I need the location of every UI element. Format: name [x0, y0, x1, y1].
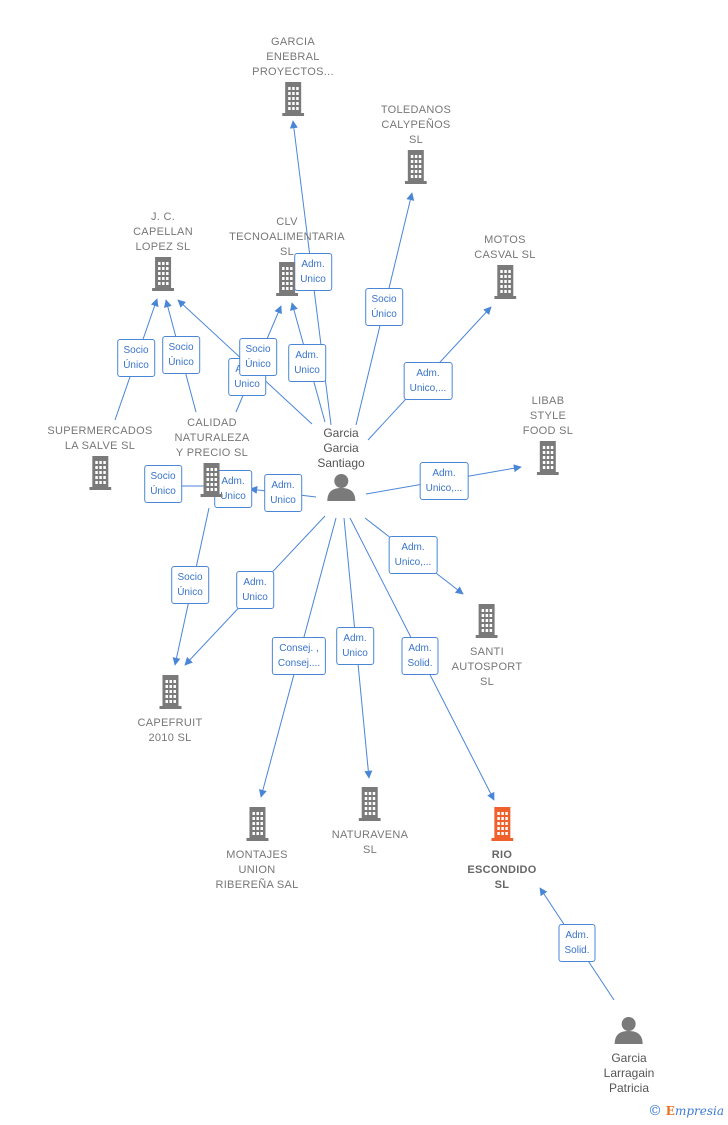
node-motos[interactable]: MOTOS CASVAL SL: [474, 233, 535, 306]
edge-label-calidad-clv[interactable]: Socio Único: [239, 338, 277, 376]
node-capefruit[interactable]: CAPEFRUIT 2010 SL: [137, 673, 202, 746]
node-supermercados[interactable]: SUPERMERCADOS LA SALVE SL: [47, 424, 152, 497]
edge-label-garcia_santiago-rio[interactable]: Adm. Solid.: [401, 637, 439, 675]
node-santi[interactable]: SANTI AUTOSPORT SL: [452, 602, 523, 690]
edge-label-garcia_santiago-naturavena[interactable]: Adm. Unico: [336, 627, 374, 665]
node-label[interactable]: SANTI AUTOSPORT SL: [451, 646, 523, 688]
person-icon[interactable]: [604, 1016, 655, 1049]
brand-name: mpresia: [674, 1104, 724, 1118]
edge-label-calidad-supermercados[interactable]: Socio Único: [144, 465, 182, 503]
building-icon[interactable]: [381, 150, 451, 189]
node-label[interactable]: GARCIA ENEBRAL PROYECTOS...: [252, 36, 334, 78]
edge-label-garcia_santiago-toledanos[interactable]: Socio Único: [365, 288, 403, 326]
node-label[interactable]: MOTOS CASVAL SL: [474, 234, 536, 261]
node-label[interactable]: RIO ESCONDIDO SL: [467, 849, 537, 891]
building-icon[interactable]: [137, 675, 202, 714]
building-icon[interactable]: [175, 463, 250, 502]
node-garcia_enebral[interactable]: GARCIA ENEBRAL PROYECTOS...: [252, 35, 334, 123]
building-icon[interactable]: [467, 807, 536, 846]
building-icon[interactable]: [452, 604, 523, 643]
building-icon[interactable]: [215, 807, 298, 846]
edge-label-garcia_santiago-clv[interactable]: Adm. Unico: [288, 344, 326, 382]
node-label[interactable]: Garcia Larragain Patricia: [603, 1051, 655, 1095]
person-icon[interactable]: [317, 473, 364, 506]
edge-label-garcia_santiago-garcia_enebral[interactable]: Adm. Unico: [294, 253, 332, 291]
node-calidad[interactable]: CALIDAD NATURALEZA Y PRECIO SL: [175, 416, 250, 504]
node-label[interactable]: TOLEDANOS CALYPEÑOS SL: [380, 104, 452, 146]
edge-label-calidad-capellan[interactable]: Socio Único: [162, 336, 200, 374]
node-label[interactable]: MONTAJES UNION RIBEREÑA SAL: [215, 849, 299, 891]
node-label[interactable]: CLV TECNOALIMENTARIA SL: [229, 216, 345, 258]
building-icon[interactable]: [252, 82, 334, 121]
node-label[interactable]: CAPEFRUIT 2010 SL: [137, 717, 203, 744]
node-rio[interactable]: RIO ESCONDIDO SL: [467, 805, 536, 893]
node-label[interactable]: CALIDAD NATURALEZA Y PRECIO SL: [174, 417, 250, 459]
empresia-brand[interactable]: © Empresia: [648, 1103, 724, 1119]
node-clv[interactable]: CLV TECNOALIMENTARIA SL: [229, 215, 345, 303]
edge-label-calidad-calidad[interactable]: Adm. Unico: [214, 470, 252, 508]
node-label[interactable]: SUPERMERCADOS LA SALVE SL: [47, 425, 153, 452]
edge-label-garcia_santiago-calidad[interactable]: Adm. Unico: [264, 474, 302, 512]
node-label[interactable]: Garcia Garcia Santiago: [317, 426, 365, 470]
node-montajes[interactable]: MONTAJES UNION RIBEREÑA SAL: [215, 805, 298, 893]
building-icon[interactable]: [523, 441, 573, 480]
edge-label-calidad-capefruit[interactable]: Socio Único: [171, 566, 209, 604]
edge-label-garcia_santiago-montajes[interactable]: Consej. , Consej....: [271, 637, 327, 675]
building-icon[interactable]: [47, 456, 152, 495]
edge-label-supermercados-capellan[interactable]: Socio Único: [117, 339, 155, 377]
node-garcia_patricia[interactable]: Garcia Larragain Patricia: [603, 1014, 655, 1096]
edge-label-garcia_patricia-rio[interactable]: Adm. Solid.: [558, 924, 596, 962]
node-label[interactable]: LIBAB STYLE FOOD SL: [522, 395, 574, 437]
brand-initial: E: [665, 1104, 675, 1118]
edge-label-garcia_santiago-libab[interactable]: Adm. Unico,...: [419, 462, 469, 500]
node-garcia_santiago[interactable]: Garcia Garcia Santiago: [317, 426, 365, 508]
edge-label-garcia_santiago-santi[interactable]: Adm. Unico,...: [388, 536, 438, 574]
edge-label-garcia_santiago-capefruit[interactable]: Adm. Unico: [236, 571, 274, 609]
copyright-icon: ©: [647, 1103, 662, 1119]
building-icon[interactable]: [332, 787, 409, 826]
building-icon[interactable]: [474, 265, 535, 304]
building-icon[interactable]: [133, 257, 193, 296]
node-capellan[interactable]: J. C. CAPELLAN LOPEZ SL: [133, 210, 193, 298]
edge-label-garcia_santiago-motos[interactable]: Adm. Unico,...: [403, 362, 453, 400]
node-label[interactable]: NATURAVENA SL: [331, 829, 409, 856]
node-toledanos[interactable]: TOLEDANOS CALYPEÑOS SL: [381, 103, 451, 191]
node-label[interactable]: J. C. CAPELLAN LOPEZ SL: [133, 211, 193, 253]
building-icon[interactable]: [229, 262, 345, 301]
node-naturavena[interactable]: NATURAVENA SL: [332, 785, 409, 858]
node-libab[interactable]: LIBAB STYLE FOOD SL: [523, 394, 573, 482]
